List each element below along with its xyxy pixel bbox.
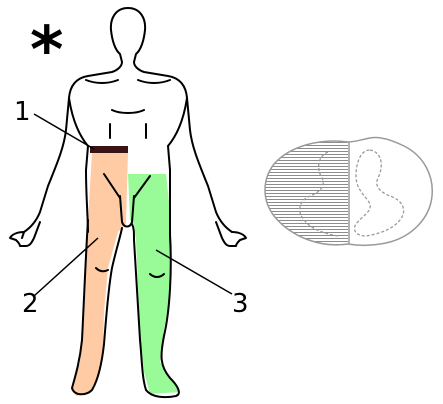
- asterisk-marker: *: [30, 14, 63, 88]
- spinal-cord-section-icon: [260, 136, 432, 248]
- band-1: [90, 146, 128, 153]
- callout-2-label: 2: [22, 289, 39, 319]
- callout-3-label: 3: [232, 289, 249, 319]
- region-2-left-leg: [72, 152, 128, 396]
- callout-1-label: 1: [14, 97, 31, 127]
